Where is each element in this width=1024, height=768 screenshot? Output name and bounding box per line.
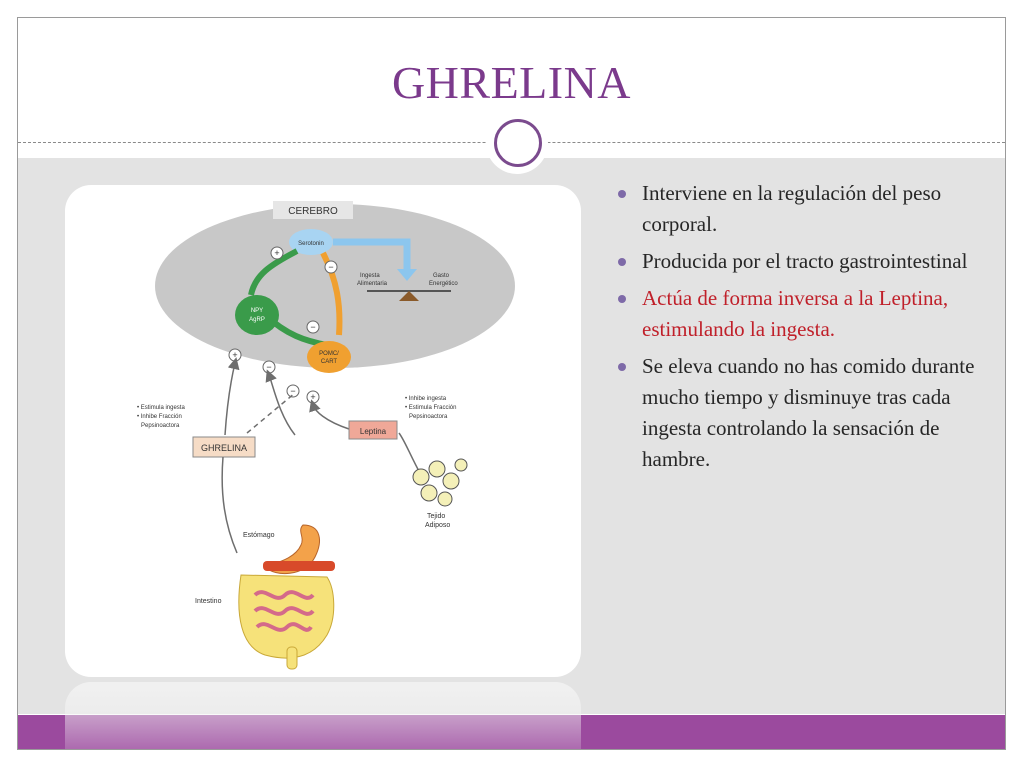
leptina-arrow bbox=[309, 399, 350, 430]
adipose-line bbox=[398, 432, 422, 476]
ring-ornament-icon bbox=[494, 119, 542, 167]
ghrelin-pathway-diagram: CEREBRO Serotonin Ingesta Alimentaria Ga… bbox=[137, 201, 515, 670]
expense-label-1: Gasto bbox=[433, 273, 450, 279]
svg-text:−: − bbox=[310, 322, 315, 332]
brain-label: CEREBRO bbox=[288, 206, 338, 217]
bullet-item-highlight: Actúa de forma inversa a la Leptina, est… bbox=[614, 283, 984, 345]
small-intestine-coils bbox=[253, 590, 315, 632]
expense-label-2: Energético bbox=[429, 281, 458, 287]
svg-text:+: + bbox=[274, 248, 279, 258]
diagram-figure: CEREBRO Serotonin Ingesta Alimentaria Ga… bbox=[65, 185, 581, 677]
ghrelina-box bbox=[192, 436, 256, 458]
orange-path bbox=[320, 251, 343, 336]
ghrelina-box-label: GHRELINA bbox=[201, 443, 247, 453]
bullet-dot-icon bbox=[618, 258, 626, 266]
green-path-up bbox=[248, 248, 299, 296]
svg-text:+: + bbox=[232, 350, 237, 360]
stomach-band bbox=[263, 561, 335, 571]
npy-node bbox=[235, 295, 279, 335]
ghrelina-effect-1: • Estimula ingesta bbox=[137, 405, 185, 411]
slide-frame: GHRELINA CEREBRO Serotonin Ingesta Alime… bbox=[17, 17, 1006, 750]
top-node-label: Serotonin bbox=[298, 241, 324, 247]
leptina-effect-3: Pepsinoactora bbox=[409, 414, 448, 420]
pomc-node bbox=[307, 341, 351, 373]
intake-label-2: Alimentaria bbox=[357, 281, 388, 287]
stomach-label: Estómago bbox=[243, 532, 275, 539]
bullet-text: Se eleva cuando no has comido durante mu… bbox=[642, 354, 975, 471]
ghrelina-arrow-up bbox=[224, 357, 240, 436]
leptina-effect-2: • Estimula Fracción bbox=[405, 405, 456, 411]
bullet-text: Actúa de forma inversa a la Leptina, est… bbox=[642, 286, 949, 341]
npy-label-2: AgRP bbox=[249, 317, 265, 323]
top-node bbox=[289, 229, 333, 255]
leptina-box bbox=[348, 420, 398, 440]
pomc-label-1: POMC/ bbox=[319, 351, 339, 357]
bullet-list: Interviene en la regulación del peso cor… bbox=[614, 178, 984, 481]
brain-label-box bbox=[273, 201, 353, 219]
blue-arrow bbox=[333, 238, 411, 271]
intake-label-1: Ingesta bbox=[360, 273, 380, 279]
bullet-dot-icon bbox=[618, 295, 626, 303]
sign-3 bbox=[306, 320, 320, 334]
bullet-dot-icon bbox=[618, 190, 626, 198]
svg-text:−: − bbox=[328, 262, 333, 272]
leptina-effect-1: • Inhibe ingesta bbox=[405, 396, 447, 402]
sign-6 bbox=[286, 384, 300, 398]
bullet-text: Interviene en la regulación del peso cor… bbox=[642, 181, 942, 236]
sign-1 bbox=[270, 246, 284, 260]
adipose-label-2: Adiposo bbox=[425, 522, 450, 529]
pomc-label-2: CART bbox=[321, 359, 338, 365]
bullet-item: Producida por el tracto gastrointestinal bbox=[614, 246, 984, 277]
bullet-item: Se eleva cuando no has comido durante mu… bbox=[614, 351, 984, 475]
bullet-text: Producida por el tracto gastrointestinal bbox=[642, 249, 968, 273]
npy-label-1: NPY bbox=[251, 308, 263, 314]
bullet-item: Interviene en la regulación del peso cor… bbox=[614, 178, 984, 240]
ghrelina-arrow-npy bbox=[265, 369, 296, 436]
ghrelina-dashed-arrow bbox=[246, 392, 296, 434]
leptina-box-label: Leptina bbox=[360, 427, 387, 436]
bullet-dot-icon bbox=[618, 363, 626, 371]
blue-arrowhead bbox=[397, 269, 417, 281]
sign-2 bbox=[324, 260, 338, 274]
ghrelina-effect-2: • Inhibe Fracción bbox=[137, 414, 182, 420]
svg-text:−: − bbox=[290, 386, 295, 396]
svg-text:−: − bbox=[266, 362, 271, 372]
balance-fulcrum bbox=[399, 291, 419, 301]
adipose-label-1: Tejido bbox=[427, 513, 445, 520]
stomach-line bbox=[221, 456, 238, 554]
adipose-tissue-icon bbox=[412, 458, 468, 507]
rectum-icon bbox=[286, 646, 298, 670]
slide-title: GHRELINA bbox=[391, 57, 632, 108]
intestine-icon bbox=[238, 574, 335, 659]
svg-text:+: + bbox=[310, 392, 315, 402]
ghrelina-effect-3: Pepsinoactora bbox=[141, 423, 180, 429]
intestine-label: Intestino bbox=[195, 598, 222, 605]
diagram-reflection bbox=[65, 682, 581, 749]
